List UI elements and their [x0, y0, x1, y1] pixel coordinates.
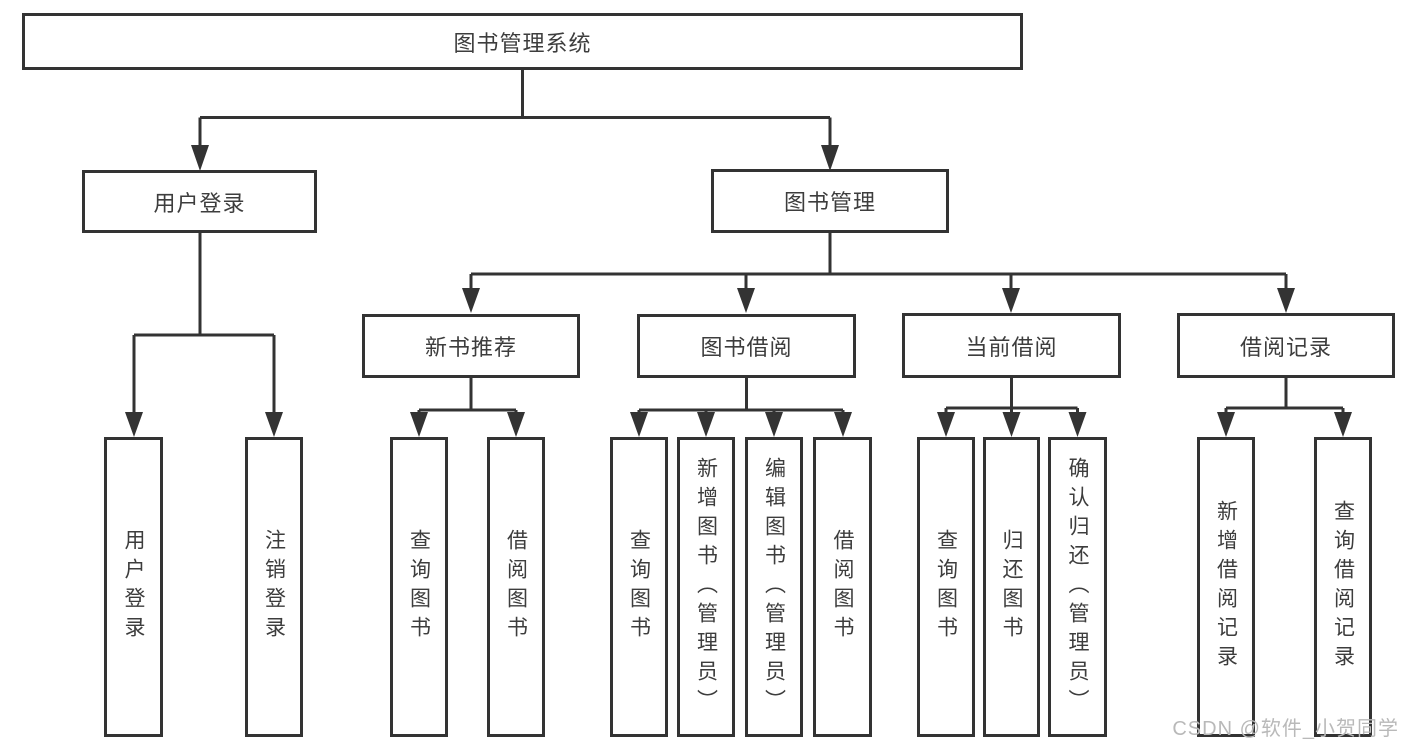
arrowheads-new-books	[410, 412, 525, 437]
leaf-logout: 注销登录	[245, 437, 303, 737]
connector-borrow-records	[1224, 378, 1345, 415]
node-user-login: 用户登录	[82, 170, 317, 233]
connector-root	[198, 70, 832, 148]
leaf-query-books-2: 查询图书	[610, 437, 668, 737]
arrowheads-current-borrow	[937, 412, 1087, 437]
node-book-mgmt: 图书管理	[711, 169, 949, 233]
connector-book-borrow	[637, 378, 845, 415]
leaf-borrow-books-1: 借阅图书	[487, 437, 545, 737]
connector-user-login	[132, 233, 276, 415]
connector-book-mgmt	[469, 233, 1288, 291]
leaf-confirm-return-admin: 确认归还（管理员）	[1048, 437, 1107, 737]
arrowheads-level2	[191, 145, 839, 171]
node-root: 图书管理系统	[22, 13, 1023, 70]
leaf-query-borrow-record: 查询借阅记录	[1314, 437, 1372, 737]
arrowheads-level3	[462, 288, 1295, 313]
leaf-user-login: 用户登录	[104, 437, 163, 737]
node-new-books: 新书推荐	[362, 314, 580, 378]
node-current-borrow: 当前借阅	[902, 313, 1121, 378]
connector-new-books	[417, 378, 518, 415]
leaf-add-books-admin: 新增图书（管理员）	[677, 437, 735, 737]
leaf-query-books-1: 查询图书	[390, 437, 448, 737]
node-borrow-records: 借阅记录	[1177, 313, 1395, 378]
arrowheads-borrow-records	[1217, 412, 1352, 437]
csdn-watermark: CSDN @软件_小贺同学	[1172, 718, 1399, 740]
arrowheads-book-borrow	[630, 412, 852, 437]
leaf-add-borrow-record: 新增借阅记录	[1197, 437, 1255, 737]
leaf-edit-books-admin: 编辑图书（管理员）	[745, 437, 803, 737]
leaf-query-books-3: 查询图书	[917, 437, 975, 737]
connector-current-borrow	[944, 378, 1079, 415]
leaf-return-books: 归还图书	[983, 437, 1040, 737]
arrowheads-user-login	[125, 412, 283, 437]
node-book-borrow: 图书借阅	[637, 314, 856, 378]
leaf-borrow-books-2: 借阅图书	[813, 437, 872, 737]
